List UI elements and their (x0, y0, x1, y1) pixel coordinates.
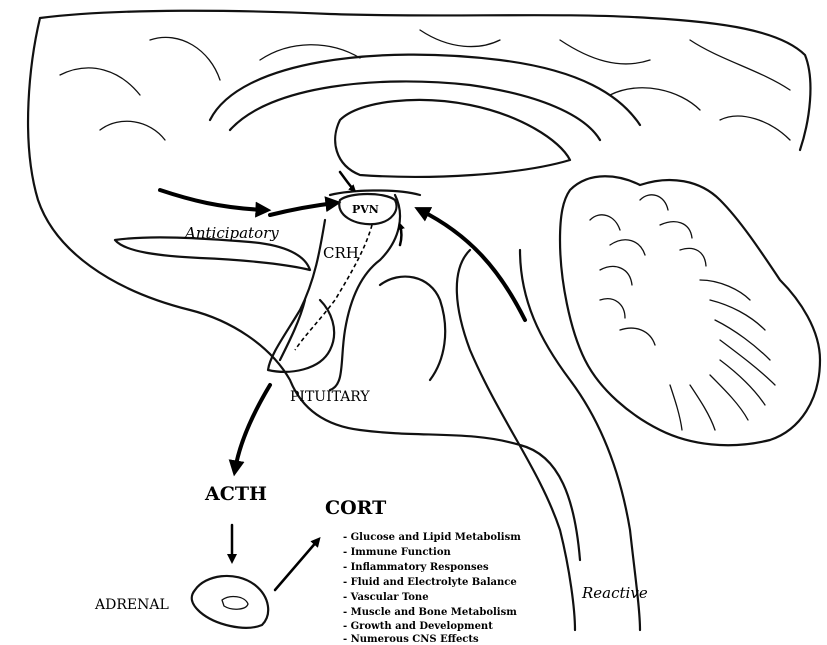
cort-effect-item: - Numerous CNS Effects (343, 634, 479, 645)
brain-outline (28, 11, 810, 560)
olfactory-tract (115, 237, 310, 270)
cort-effect-item: - Muscle and Bone Metabolism (343, 607, 517, 618)
cort-effect-item: - Glucose and Lipid Metabolism (343, 532, 521, 543)
pituitary-label: PITUITARY (290, 389, 370, 405)
pituitary-to-acth-arrow (235, 385, 270, 470)
adrenal-to-cort-arrow (275, 540, 318, 590)
cort-effect-item: - Growth and Development (343, 621, 493, 632)
cerebellum-folia (590, 195, 775, 430)
gyri-folds (60, 30, 790, 140)
corpus-callosum (210, 55, 640, 177)
anticipatory-arrow (160, 190, 265, 210)
adrenal-gland (192, 576, 268, 628)
pvn-input-arrow (340, 172, 354, 190)
hypothalamus-region (330, 190, 420, 390)
cerebellum (560, 176, 820, 445)
anticipatory-arrow-2 (270, 203, 335, 215)
pvn-label: PVN (352, 203, 379, 216)
brainstem (380, 250, 640, 630)
reactive-arrow (420, 210, 525, 320)
pituitary-gland (268, 220, 334, 372)
cort-effect-item: - Inflammatory Responses (343, 562, 489, 573)
anticipatory-label: Anticipatory (183, 224, 279, 242)
cort-effect-item: - Fluid and Electrolyte Balance (343, 577, 517, 588)
pvn-feedback-arrow (400, 225, 402, 245)
acth-label: ACTH (204, 483, 267, 505)
reactive-label: Reactive (581, 584, 648, 602)
adrenal-medulla (222, 597, 248, 610)
adrenal-label: ADRENAL (94, 597, 169, 613)
cort-effect-item: - Vascular Tone (343, 592, 429, 603)
cort-label: CORT (325, 497, 386, 519)
cort-effect-item: - Immune Function (343, 547, 451, 558)
cort-effects-list: - Glucose and Lipid Metabolism - Immune … (343, 532, 521, 645)
crh-label: CRH (323, 244, 359, 262)
